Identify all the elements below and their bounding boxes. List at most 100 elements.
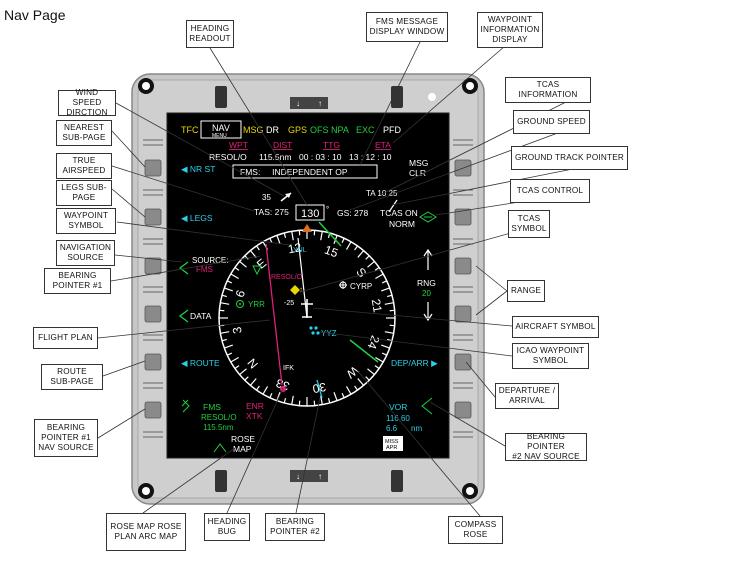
bp1-source-distance: 115.5nm [203, 423, 234, 432]
softkey-right-5[interactable] [454, 353, 472, 371]
softkey-left-4[interactable] [144, 305, 162, 323]
callout-nearest: NEAREST SUB-PAGE [56, 120, 112, 146]
vor-distance-unit: nm [411, 424, 422, 433]
ground-speed: GS: 278 [337, 208, 368, 218]
callout-heading-readout: HEADING READOUT [186, 20, 234, 48]
fms-message-text: FMS: INDEPENDENT OP [240, 167, 348, 177]
compass-tick [239, 260, 247, 268]
compass-tick [354, 385, 358, 391]
softkey-left-3[interactable] [144, 257, 162, 275]
compass-tick [327, 398, 331, 404]
pfd-mode[interactable]: PFD [383, 125, 402, 135]
callout-bearing-pointer-1: BEARING POINTER #1 [44, 268, 111, 294]
compass-tick [341, 392, 345, 399]
compass-label: 3 [230, 325, 245, 334]
source-chevron-icon[interactable] [178, 261, 189, 275]
compass-tick [276, 392, 281, 401]
ofs-mode[interactable]: OFS [310, 125, 329, 135]
compass-tick [256, 385, 260, 391]
softkey-legs-label[interactable]: ◀ LEGS [181, 213, 213, 223]
leader-lines [97, 41, 629, 517]
exc-mode[interactable]: EXC [356, 125, 375, 135]
knob-right-top[interactable] [391, 86, 403, 108]
softkey-right-3[interactable] [454, 257, 472, 275]
compass-tick [381, 352, 388, 356]
callout-route: ROUTE SUB-PAGE [41, 364, 103, 390]
softkey-right-2[interactable] [454, 208, 472, 226]
compass-tick [374, 267, 380, 271]
softkey-right-4[interactable] [454, 305, 472, 323]
heading-bug-icon [302, 224, 312, 232]
softkey-left-6[interactable] [144, 401, 162, 419]
compass-tick [224, 287, 233, 292]
svg-text:↕: ↕ [299, 285, 303, 294]
clr-key-label[interactable]: CLR [409, 168, 426, 178]
rose-map-icon [213, 443, 227, 453]
heading-readout-box [295, 204, 325, 221]
apr-label: APR [386, 445, 397, 451]
range-up-icon[interactable] [423, 248, 433, 270]
compass-tick [367, 260, 375, 268]
rose-map-line2[interactable]: MAP [233, 444, 252, 454]
screw-icon [138, 78, 154, 94]
softkey-left-2[interactable] [144, 208, 162, 226]
range-down-icon[interactable] [423, 302, 433, 322]
msg-key-label[interactable]: MSG [409, 158, 428, 168]
miss-apr-button[interactable] [383, 436, 403, 451]
knob-left-top[interactable] [215, 86, 227, 108]
softkey-left-5[interactable] [144, 353, 162, 371]
range-value: 20 [422, 289, 431, 298]
wind-speed: 35 [262, 193, 271, 202]
compass-tick [234, 365, 240, 369]
tcas-on: TCAS ON [380, 208, 418, 218]
callout-icao-waypoint: ICAO WAYPOINT SYMBOL [512, 343, 589, 369]
compass-tick [249, 250, 257, 258]
nav-menu-box[interactable] [200, 120, 242, 139]
callout-true-airspeed: TRUE AIRSPEED [56, 153, 112, 179]
waypoint-resolo: RESOL/O [271, 274, 303, 281]
compass-tick [291, 395, 294, 405]
softkey-route-label[interactable]: ◀ ROUTE [181, 358, 220, 368]
softkey-left-1[interactable] [144, 159, 162, 177]
softkey-right-6[interactable] [454, 401, 472, 419]
gps-mode[interactable]: GPS [288, 125, 307, 135]
rose-map-line1[interactable]: ROSE [231, 434, 255, 444]
callout-dep-arr: DEPARTURE / ARRIVAL [495, 383, 559, 409]
xtk-label: XTK [246, 411, 263, 421]
compass-tick [375, 356, 384, 363]
brightness-rocker-top[interactable] [290, 97, 328, 109]
source-label: SOURCE: [192, 256, 228, 265]
brightness-rocker-bottom[interactable] [290, 470, 328, 482]
compass-tick [333, 392, 338, 401]
compass-tick [365, 255, 370, 260]
compass-tick [341, 237, 345, 244]
miss-label: MISS [385, 439, 399, 445]
npa-mode[interactable]: NPA [331, 125, 349, 135]
knob-left-bottom[interactable] [215, 470, 227, 492]
compass-tick [367, 368, 375, 376]
compass-tick [381, 280, 388, 284]
compass-tick [345, 386, 352, 395]
compass-tick [244, 376, 249, 381]
compass-tick [357, 378, 365, 386]
compass-tick [320, 231, 323, 241]
softkey-data-label[interactable]: DATA [190, 311, 212, 321]
tfc-mode[interactable]: TFC [181, 125, 199, 135]
compass-tick [384, 302, 394, 305]
msg-mode[interactable]: MSG [243, 125, 264, 135]
dr-mode[interactable]: DR [266, 125, 279, 135]
waypoint-symbol-icon [252, 265, 262, 276]
compass-tick [234, 267, 240, 271]
data-chevron-icon[interactable] [178, 309, 189, 323]
callout-bp1-nav-source: BEARING POINTER #1 NAV SOURCE [34, 419, 98, 457]
svg-text:↑: ↑ [318, 472, 322, 481]
softkey-dep-arr-label[interactable]: DEP/ARR ▶ [391, 358, 438, 368]
vor-label: VOR [389, 402, 407, 412]
compass-tick [320, 395, 323, 405]
callout-wind-speed: WIND SPEED DIRCTION [58, 88, 116, 117]
compass-tick [283, 232, 287, 238]
waypoint-eta: 13 : 12 : 10 [349, 152, 392, 162]
traffic-altitude: -25 [284, 300, 294, 307]
knob-right-bottom[interactable] [391, 470, 403, 492]
softkey-nrst-label[interactable]: ◀ NR ST [181, 164, 215, 174]
